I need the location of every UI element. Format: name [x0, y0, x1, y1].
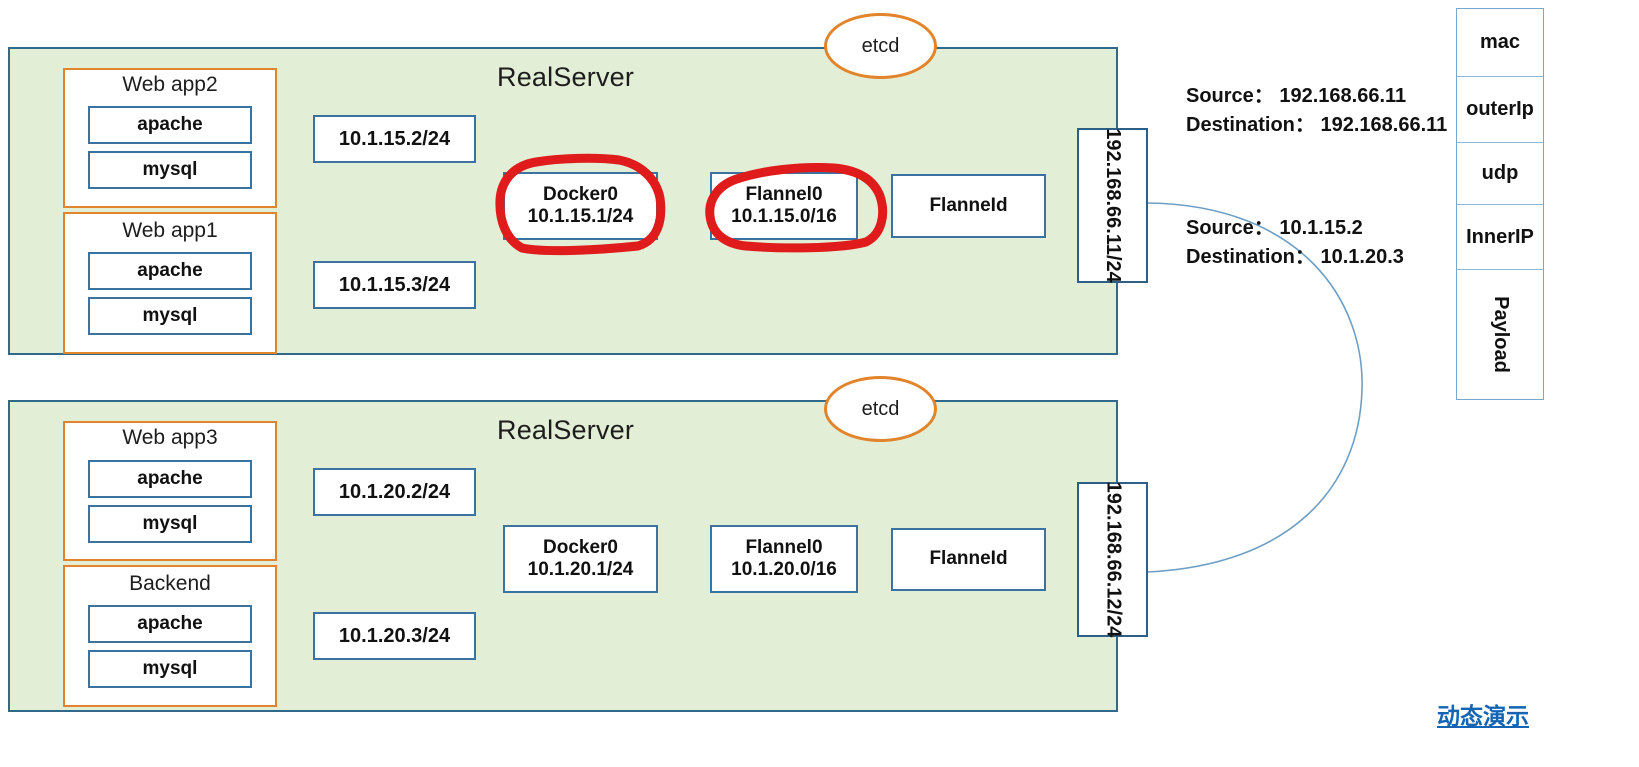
etcd-label: etcd — [861, 397, 900, 420]
inner-dest-value: 10.1.20.3 — [1320, 246, 1404, 268]
packet-layer-payload-label: Payload — [1489, 296, 1512, 373]
app-title-web-app3: Web app3 — [122, 426, 218, 449]
inner-packet-annotation: Source： 10.1.15.2 Destination： 10.1.20.3 — [1186, 214, 1404, 272]
container-ip-box: 10.1.20.3/24 — [313, 612, 476, 660]
flannel0-cidr: 10.1.15.0/16 — [731, 206, 837, 227]
etcd-node: etcd — [824, 376, 937, 442]
real-server-title-2: RealServer — [497, 415, 635, 445]
service-box-apache: apache — [88, 106, 252, 144]
service-box-mysql: mysql — [88, 151, 252, 189]
packet-encapsulation-stack: mac outerIp udp InnerIP Payload — [1456, 8, 1544, 400]
service-box-mysql: mysql — [88, 650, 252, 688]
etcd-node: etcd — [824, 13, 937, 79]
inner-dest-label: Destination： — [1186, 246, 1315, 268]
outer-dest-value: 192.168.66.11 — [1320, 114, 1448, 136]
docker0-node: Docker0 10.1.15.1/24 — [503, 172, 658, 240]
docker0-name: Docker0 — [543, 536, 618, 558]
dynamic-demo-link[interactable]: 动态演示 — [1437, 703, 1529, 729]
host-ip-box: 192.168.66.11/24 — [1077, 128, 1148, 283]
app-title-web-app1: Web app1 — [122, 219, 218, 242]
docker0-name: Docker0 — [543, 183, 618, 205]
flanneld-name: FlanneId — [929, 194, 1008, 216]
flannel0-cidr: 10.1.20.0/16 — [731, 559, 837, 580]
packet-layer-udp: udp — [1457, 143, 1543, 205]
app-title-backend: Backend — [129, 572, 211, 595]
host-ip-label: 192.168.66.11/24 — [1102, 128, 1125, 283]
packet-layer-mac: mac — [1457, 9, 1543, 77]
outer-source-value: 192.168.66.11 — [1279, 85, 1407, 107]
packet-layer-payload: Payload — [1457, 270, 1543, 399]
outer-source-label: Source： — [1186, 85, 1274, 107]
service-box-apache: apache — [88, 605, 252, 643]
flanneld-name: FlanneId — [929, 548, 1008, 570]
outer-packet-annotation: Source： 192.168.66.11 Destination： 192.1… — [1186, 82, 1447, 140]
container-ip-box: 10.1.15.3/24 — [313, 261, 476, 309]
docker0-cidr: 10.1.20.1/24 — [527, 559, 634, 580]
app-title-web-app2: Web app2 — [122, 73, 218, 96]
service-box-mysql: mysql — [88, 297, 252, 335]
flannel0-node: Flannel0 10.1.15.0/16 — [710, 172, 858, 240]
flanneld-node: FlanneId — [891, 528, 1046, 591]
outer-dest-label: Destination： — [1186, 114, 1315, 136]
container-ip-box: 10.1.20.2/24 — [313, 468, 476, 516]
flannel0-name: Flannel0 — [745, 183, 823, 205]
service-box-apache: apache — [88, 252, 252, 290]
docker0-cidr: 10.1.15.1/24 — [527, 206, 634, 227]
inner-source-value: 10.1.15.2 — [1279, 217, 1363, 239]
etcd-label: etcd — [861, 34, 900, 57]
inner-source-label: Source： — [1186, 217, 1274, 239]
service-box-apache: apache — [88, 460, 252, 498]
host-ip-label: 192.168.66.12/24 — [1102, 481, 1125, 638]
flannel0-node: Flannel0 10.1.20.0/16 — [710, 525, 858, 593]
service-box-mysql: mysql — [88, 505, 252, 543]
real-server-title-1: RealServer — [497, 62, 635, 92]
packet-layer-innerip: InnerIP — [1457, 205, 1543, 270]
flanneld-node: FlanneId — [891, 174, 1046, 238]
container-ip-box: 10.1.15.2/24 — [313, 115, 476, 163]
packet-layer-outerip: outerIp — [1457, 77, 1543, 143]
host-ip-box: 192.168.66.12/24 — [1077, 482, 1148, 637]
flannel0-name: Flannel0 — [745, 536, 823, 558]
docker0-node: Docker0 10.1.20.1/24 — [503, 525, 658, 593]
